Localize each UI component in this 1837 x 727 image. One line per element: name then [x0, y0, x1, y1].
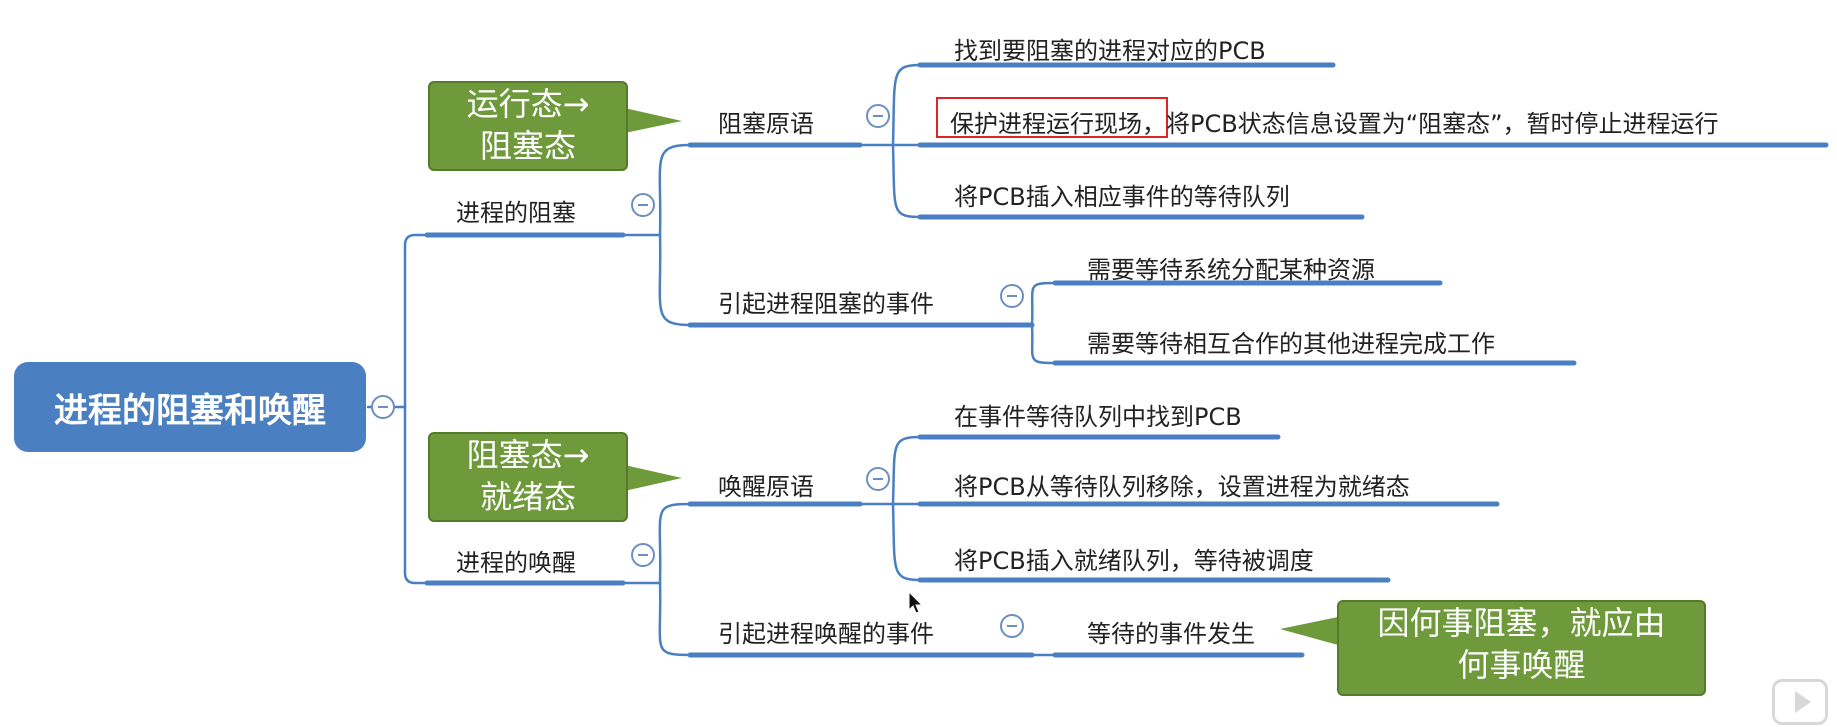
node-block-primitive[interactable]: 阻塞原语 [718, 110, 814, 138]
callout-line: 何事唤醒 [1457, 646, 1586, 684]
wake-step-1[interactable]: 在事件等待队列中找到PCB [954, 403, 1242, 431]
mouse-cursor-icon [908, 591, 924, 614]
collapse-icon[interactable] [1000, 614, 1024, 638]
block-event-2[interactable]: 需要等待相互合作的其他进程完成工作 [1087, 330, 1495, 358]
block-event-1[interactable]: 需要等待系统分配某种资源 [1087, 256, 1375, 284]
node-wake-primitive[interactable]: 唤醒原语 [718, 473, 814, 501]
callout-line: 阻塞态 [479, 127, 576, 165]
callout-line: 因何事阻塞，就应由 [1377, 604, 1666, 642]
block-step-2[interactable]: 保护进程运行现场，将PCB状态信息设置为“阻塞态”，暂时停止进程运行 [950, 110, 1719, 138]
wake-event-1[interactable]: 等待的事件发生 [1087, 620, 1255, 648]
collapse-icon[interactable] [866, 467, 890, 491]
root-title: 进程的阻塞和唤醒 [54, 390, 326, 431]
collapse-icon[interactable] [371, 395, 395, 419]
node-block-events[interactable]: 引起进程阻塞的事件 [718, 290, 934, 318]
block-step-3[interactable]: 将PCB插入相应事件的等待队列 [954, 183, 1290, 211]
collapse-icon[interactable] [631, 193, 655, 217]
callout-wake-transition: 阻塞态→ 就绪态 [428, 432, 628, 522]
callout-wake-note: 因何事阻塞，就应由 何事唤醒 [1337, 600, 1706, 696]
callout-line: 运行态→ [466, 85, 590, 123]
callout-block-transition: 运行态→ 阻塞态 [428, 81, 628, 171]
node-block[interactable]: 进程的阻塞 [456, 199, 576, 227]
callout-line: 阻塞态→ [466, 436, 590, 474]
node-wake[interactable]: 进程的唤醒 [456, 549, 576, 577]
collapse-icon[interactable] [1000, 284, 1024, 308]
node-wake-events[interactable]: 引起进程唤醒的事件 [718, 620, 934, 648]
collapse-icon[interactable] [631, 543, 655, 567]
collapse-icon[interactable] [866, 104, 890, 128]
wake-step-2[interactable]: 将PCB从等待队列移除，设置进程为就绪态 [954, 473, 1410, 501]
highlight-box [936, 97, 1168, 138]
root-node[interactable]: 进程的阻塞和唤醒 [14, 362, 366, 452]
wake-step-3[interactable]: 将PCB插入就绪队列，等待被调度 [954, 547, 1314, 575]
callout-line: 就绪态 [479, 478, 576, 516]
block-step-1[interactable]: 找到要阻塞的进程对应的PCB [954, 37, 1266, 65]
play-icon[interactable] [1772, 679, 1828, 725]
